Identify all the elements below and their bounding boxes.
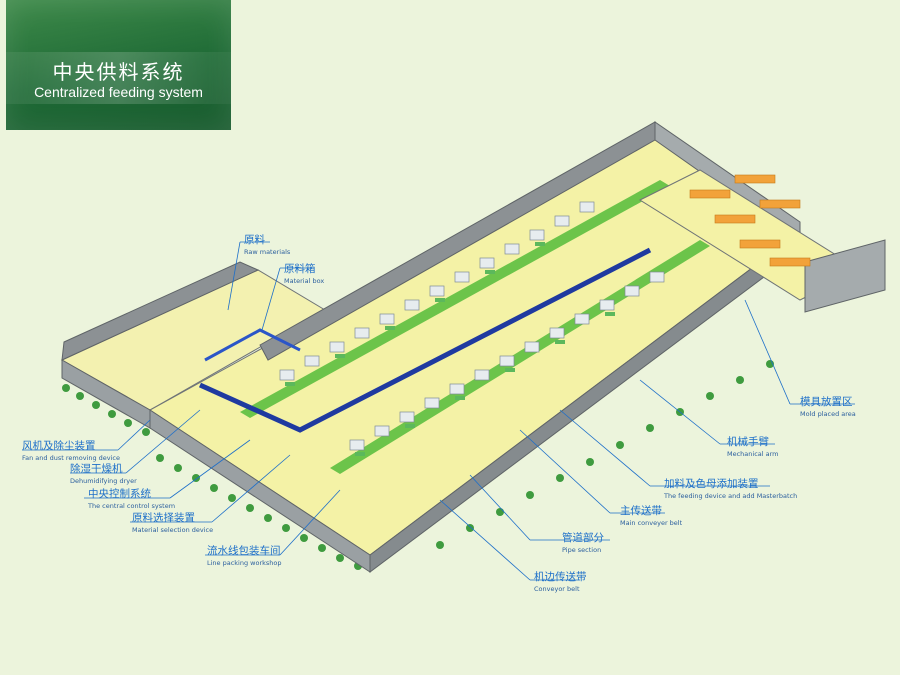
label-main-conveyer-en: Main conveyer belt	[620, 519, 683, 527]
label-dehumidifying-dryer-en: Dehumidifying dryer	[70, 477, 137, 485]
label-raw-materials-en: Raw materials	[244, 248, 291, 256]
label-raw-materials-zh: 原料	[244, 234, 265, 246]
title-english: Centralized feeding system	[34, 84, 203, 100]
label-feeding-device: 加料及色母添加装置 The feeding device and add Mas…	[664, 476, 797, 500]
label-line-packing-zh: 流水线包装车间	[207, 545, 281, 557]
title-band	[6, 52, 231, 104]
label-material-box: 原料箱 Material box	[284, 261, 324, 285]
label-conveyor-belt-en: Conveyor belt	[534, 585, 580, 593]
label-central-control-en: The central control system	[88, 502, 176, 510]
label-line-packing-en: Line packing workshop	[207, 559, 282, 567]
label-mold-area-zh: 模具放置区	[800, 396, 853, 408]
label-main-conveyer-zh: 主传送带	[620, 505, 662, 517]
label-line-packing: 流水线包装车间 Line packing workshop	[207, 543, 282, 567]
label-material-box-zh: 原料箱	[284, 263, 316, 275]
label-material-selection-en: Material selection device	[132, 526, 214, 534]
main-hall	[149, 121, 801, 573]
label-mold-area: 模具放置区 Mold placed area	[800, 394, 856, 418]
label-main-conveyer: 主传送带 Main conveyer belt	[620, 503, 682, 527]
label-mechanical-arm: 机械手臂 Mechanical arm	[727, 434, 779, 458]
title-panel: 中央供料系统 Centralized feeding system	[6, 0, 231, 130]
shrubs	[62, 360, 774, 570]
label-pipe-section-en: Pipe section	[562, 546, 602, 554]
label-feeding-device-zh: 加料及色母添加装置	[664, 478, 759, 490]
label-mechanical-arm-zh: 机械手臂	[727, 436, 769, 448]
label-mold-area-en: Mold placed area	[800, 410, 856, 418]
label-conveyor-belt: 机边传送带 Conveyor belt	[534, 569, 587, 593]
label-dehumidifying-dryer: 除湿干燥机 Dehumidifying dryer	[70, 461, 137, 485]
label-material-selection: 原料选择装置 Material selection device	[132, 510, 213, 534]
leader-lines	[22, 241, 855, 581]
title-chinese: 中央供料系统	[52, 60, 185, 84]
machine-rows	[279, 201, 665, 456]
label-pipe-section-zh: 管道部分	[562, 532, 604, 544]
label-dehumidifying-dryer-zh: 除湿干燥机	[70, 463, 123, 475]
label-fan-dust-en: Fan and dust removing device	[22, 454, 121, 462]
label-central-control-zh: 中央控制系统	[88, 488, 151, 500]
label-fan-dust: 风机及除尘装置 Fan and dust removing device	[22, 438, 120, 462]
label-pipe-section: 管道部分 Pipe section	[562, 530, 604, 554]
label-feeding-device-en: The feeding device and add Masterbatch	[664, 492, 798, 500]
label-material-box-en: Material box	[284, 277, 325, 285]
label-mechanical-arm-en: Mechanical arm	[727, 450, 779, 458]
label-material-selection-zh: 原料选择装置	[132, 512, 195, 524]
mold-area	[638, 169, 886, 313]
label-raw-materials: 原料 Raw materials	[244, 232, 290, 256]
label-fan-dust-zh: 风机及除尘装置	[22, 440, 96, 452]
label-conveyor-belt-zh: 机边传送带	[534, 571, 587, 583]
left-annex	[60, 261, 326, 429]
label-central-control: 中央控制系统 The central control system	[88, 486, 175, 510]
